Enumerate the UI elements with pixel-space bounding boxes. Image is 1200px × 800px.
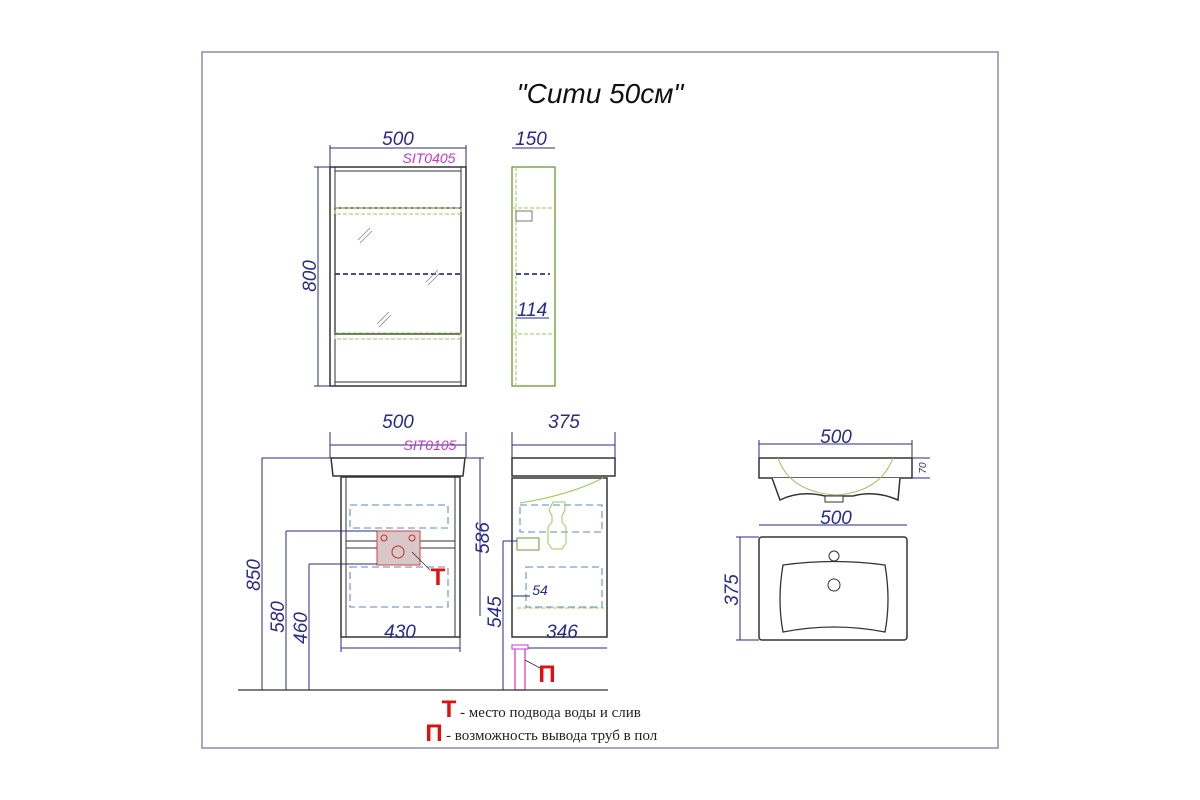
height-580: 580 [268, 601, 289, 633]
offset-54: 54 [532, 582, 548, 598]
marker-t: Т [431, 564, 446, 591]
legend-text-t: - место подвода воды и слив [460, 705, 641, 721]
legend: Т - место подвода воды и слив П - возмож… [425, 696, 657, 747]
vanity-depth: 375 [548, 412, 580, 433]
sink-thickness: 70 [918, 462, 929, 474]
mirror-cabinet-side: 150 114 [511, 129, 556, 387]
glass-reflection-icon [357, 227, 441, 328]
connection-plate [376, 530, 421, 566]
sink-width-top: 500 [820, 508, 852, 529]
legend-symbol-p: П [425, 720, 442, 747]
sink-top-view: 500 375 [722, 508, 908, 641]
mirror-height: 800 [300, 260, 321, 292]
marker-p: П [538, 661, 555, 688]
vanity-body-width: 430 [384, 622, 416, 643]
vanity-inner-depth: 346 [546, 622, 578, 643]
title: "Сити 50см" [517, 78, 685, 109]
vanity-code: SIT0105 [404, 437, 457, 453]
vanity-side: 375 346 545 54 П [485, 412, 616, 691]
pipe-height: 545 [485, 596, 506, 628]
legend-symbol-t: Т [442, 696, 457, 723]
sink-width-side: 500 [820, 427, 852, 448]
mirror-cabinet-front: 500 SIT0405 800 [300, 129, 467, 387]
mirror-depth: 150 [515, 129, 547, 150]
floor-pipe [514, 647, 526, 691]
height-850: 850 [244, 559, 265, 591]
frame [201, 51, 999, 749]
mirror-inner-depth: 114 [517, 300, 547, 321]
vanity-body-height: 586 [473, 522, 494, 554]
height-460: 460 [291, 612, 312, 644]
mirror-width: 500 [382, 129, 414, 150]
vanity-width: 500 [382, 412, 414, 433]
vanity-front: Т 500 SIT0105 430 586 850 580 460 [244, 412, 494, 690]
legend-text-p: - возможность вывода труб в пол [446, 728, 658, 744]
mirror-code: SIT0405 [403, 150, 456, 166]
sink-side-view: 500 70 [758, 427, 930, 503]
sink-depth: 375 [722, 574, 743, 606]
